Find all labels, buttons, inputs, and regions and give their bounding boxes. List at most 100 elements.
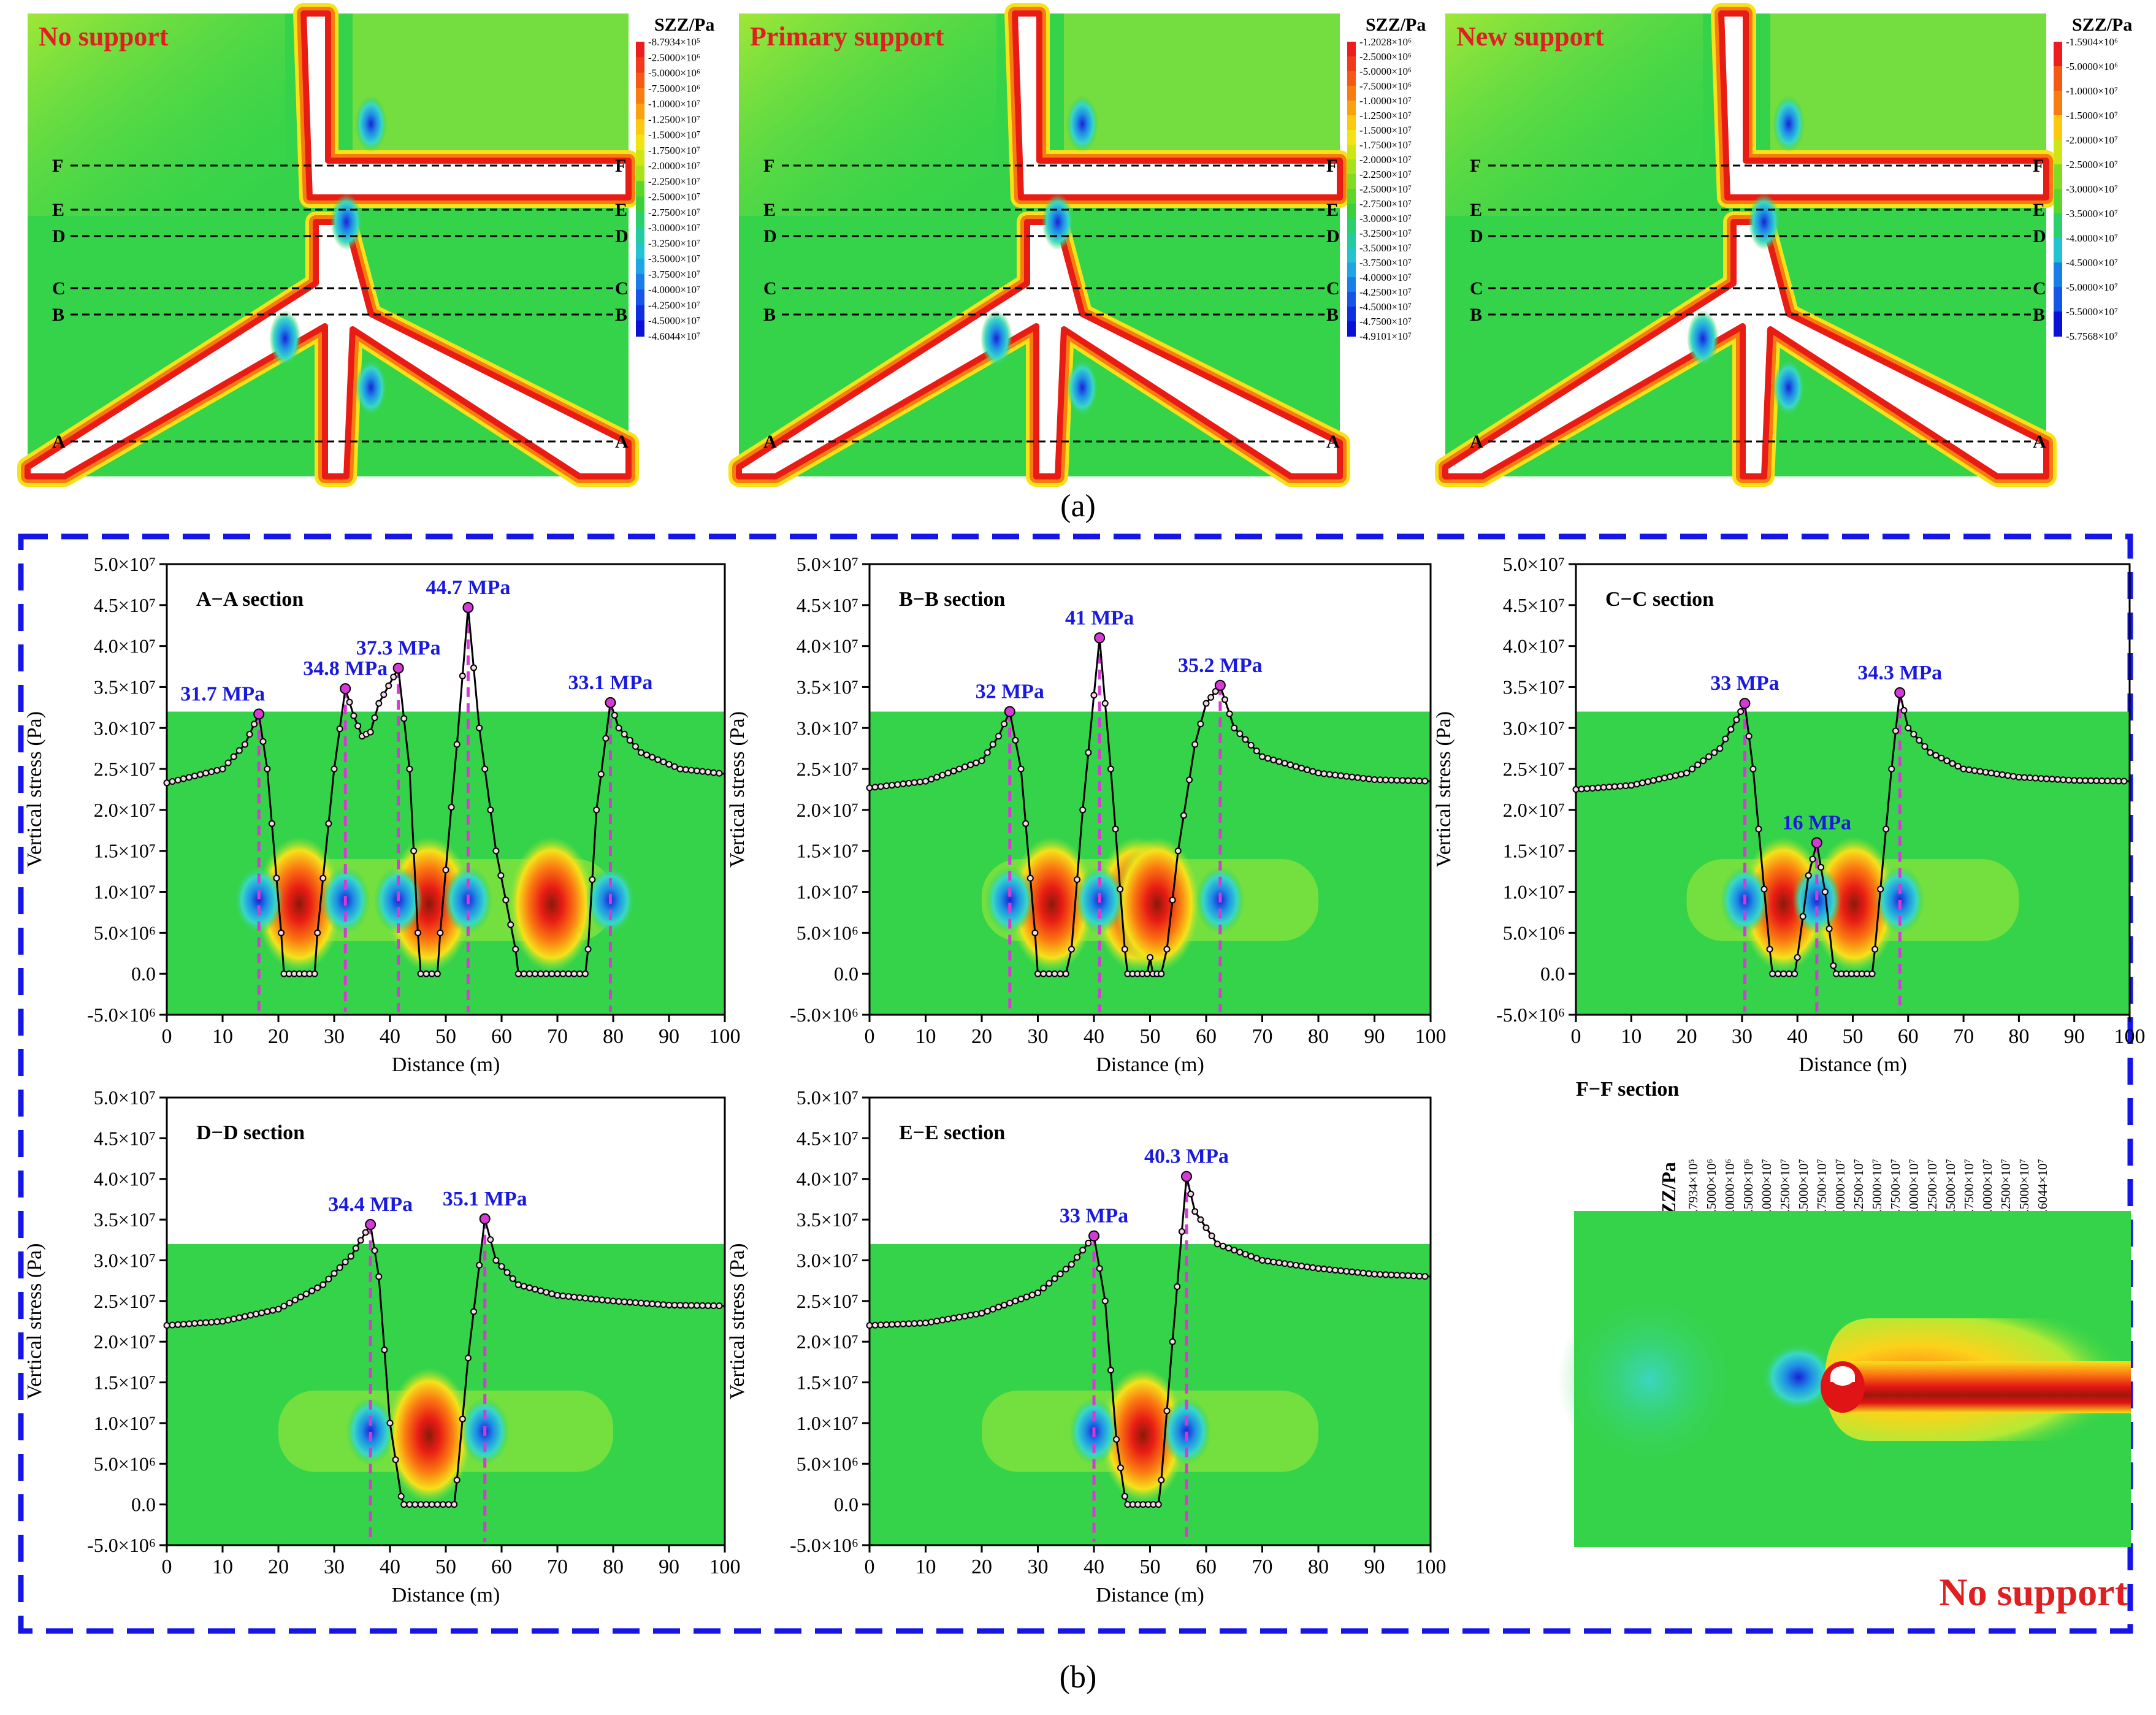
legend-value: -4.0000×10⁷ bbox=[648, 284, 700, 296]
data-point bbox=[2115, 777, 2122, 785]
data-point bbox=[247, 1312, 254, 1319]
data-point bbox=[1578, 785, 1585, 793]
section-label-left-f: F bbox=[52, 156, 63, 176]
data-point bbox=[278, 929, 285, 936]
data-point bbox=[507, 921, 514, 928]
legend-value: -5.0000×10⁶ bbox=[2066, 61, 2118, 72]
stress-concentration-3 bbox=[1773, 96, 1805, 152]
data-point bbox=[230, 753, 237, 760]
y-tick-label: 1.5×10⁷ bbox=[94, 840, 156, 862]
data-point bbox=[871, 784, 879, 791]
data-point bbox=[682, 1302, 689, 1309]
data-point bbox=[1028, 1291, 1036, 1299]
data-point bbox=[1207, 693, 1215, 701]
legend-swatch bbox=[2054, 238, 2062, 263]
data-point bbox=[219, 1318, 226, 1325]
data-point bbox=[1786, 970, 1793, 977]
data-point bbox=[1320, 1266, 1328, 1273]
data-point bbox=[900, 780, 907, 787]
data-point bbox=[502, 896, 510, 904]
data-point bbox=[1253, 1255, 1260, 1262]
y-axis-label: Vertical stress (Pa) bbox=[726, 1243, 749, 1400]
legend-swatch bbox=[636, 305, 644, 321]
stress-concentration-3 bbox=[355, 96, 387, 152]
data-point bbox=[1202, 1224, 1210, 1231]
data-point bbox=[1655, 776, 1662, 783]
peak-marker-2 bbox=[1894, 687, 1906, 698]
peak-label-2: 37.3 MPa bbox=[356, 637, 441, 660]
data-point bbox=[1006, 1299, 1014, 1307]
data-point bbox=[498, 1262, 505, 1270]
data-point bbox=[632, 1299, 639, 1306]
data-point bbox=[1040, 1285, 1047, 1292]
data-point bbox=[246, 731, 253, 738]
data-point bbox=[280, 1302, 288, 1310]
y-tick-label: 4.5×10⁷ bbox=[94, 594, 156, 616]
data-point bbox=[325, 820, 332, 827]
section-label-right-b: B bbox=[615, 305, 627, 325]
legend-value: -5.0000×10⁶ bbox=[648, 67, 700, 79]
data-point bbox=[710, 1302, 717, 1310]
data-point bbox=[694, 1302, 700, 1309]
data-point bbox=[877, 783, 884, 790]
data-point bbox=[1046, 1280, 1053, 1287]
legend-swatch bbox=[2054, 287, 2062, 312]
y-tick-label: -5.0×10⁶ bbox=[790, 1004, 858, 1026]
data-point bbox=[1001, 1301, 1008, 1308]
data-point bbox=[191, 1320, 198, 1327]
data-point bbox=[1174, 1283, 1181, 1290]
data-point bbox=[922, 1320, 929, 1327]
data-point bbox=[643, 1300, 651, 1307]
legend-value: -4.5000×10⁷ bbox=[648, 315, 700, 327]
data-point bbox=[1633, 781, 1640, 788]
legend-swatch bbox=[636, 243, 644, 259]
legend-value: -2.0000×10⁷ bbox=[1359, 154, 1412, 166]
data-point bbox=[268, 820, 275, 827]
data-point bbox=[922, 777, 929, 785]
contour-title: No support bbox=[39, 21, 169, 52]
data-point bbox=[548, 970, 556, 977]
x-tick-label: 10 bbox=[212, 1556, 233, 1578]
cold-blob-1 bbox=[1161, 1397, 1211, 1465]
peak-marker-2 bbox=[392, 662, 404, 674]
data-point bbox=[1337, 1267, 1345, 1274]
data-point bbox=[213, 766, 221, 774]
data-point bbox=[1247, 1253, 1255, 1260]
data-point bbox=[587, 1295, 595, 1302]
legend-value: -1.7500×10⁷ bbox=[648, 145, 700, 156]
y-tick-label: 2.0×10⁷ bbox=[94, 1331, 156, 1353]
data-point bbox=[1382, 1271, 1390, 1278]
data-point bbox=[1622, 782, 1629, 789]
data-point bbox=[995, 1304, 1002, 1311]
data-point bbox=[336, 725, 343, 733]
data-point bbox=[235, 1314, 243, 1321]
contour-title: Primary support bbox=[750, 21, 944, 52]
legend-value: -5.0000×10⁷ bbox=[2066, 281, 2118, 293]
legend-swatch bbox=[1347, 321, 1356, 337]
data-point bbox=[1034, 970, 1041, 977]
x-tick-label: 60 bbox=[1196, 1556, 1217, 1578]
data-point bbox=[520, 970, 527, 977]
data-point bbox=[512, 945, 519, 953]
data-point bbox=[2071, 777, 2078, 784]
data-point bbox=[593, 1296, 600, 1303]
peak-label-2: 35.2 MPa bbox=[1178, 654, 1263, 677]
data-point bbox=[1057, 1270, 1064, 1278]
data-point bbox=[1231, 724, 1238, 731]
data-point bbox=[699, 1302, 706, 1309]
data-point bbox=[241, 741, 248, 748]
data-point bbox=[459, 672, 466, 679]
section-label-right-b: B bbox=[1326, 305, 1339, 325]
data-point bbox=[610, 1297, 617, 1305]
contour-corner-shade bbox=[739, 13, 996, 216]
y-axis-label: Vertical stress (Pa) bbox=[1432, 711, 1455, 868]
section-label-left-d: D bbox=[52, 226, 66, 246]
stress-concentration-2 bbox=[1748, 194, 1780, 250]
data-point bbox=[1998, 771, 2006, 778]
data-point bbox=[422, 970, 430, 977]
data-point bbox=[191, 772, 198, 779]
x-tick-label: 90 bbox=[659, 1556, 679, 1578]
y-tick-label: 1.5×10⁷ bbox=[797, 1372, 858, 1394]
data-point bbox=[169, 778, 176, 785]
